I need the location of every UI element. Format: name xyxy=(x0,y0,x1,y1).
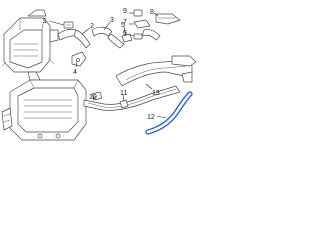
callout-4: 4 xyxy=(73,69,77,76)
callout-12: 12 xyxy=(147,114,155,121)
upper-engine-assembly xyxy=(1,9,59,81)
lower-coolant-pipe xyxy=(83,85,181,111)
callout-10: 10 xyxy=(89,94,97,101)
callout-7: 7 xyxy=(123,19,127,26)
callout-9: 9 xyxy=(123,8,127,15)
bracket-part-4 xyxy=(71,51,87,67)
upper-coolant-hose xyxy=(57,28,91,49)
parts-diagram: 1 2 3 4 5 6 7 8 9 10 11 12 13 xyxy=(1,8,197,141)
callout-labels: 1 2 3 4 5 6 7 8 9 10 11 12 13 xyxy=(43,8,160,121)
callout-8: 8 xyxy=(150,9,154,16)
callout-3: 3 xyxy=(110,17,114,24)
leader-lines xyxy=(48,12,167,119)
fitting-part-1 xyxy=(63,21,74,29)
clamp-part-5 xyxy=(121,33,133,43)
callout-1: 1 xyxy=(43,18,47,25)
lower-engine-block xyxy=(1,79,87,141)
callout-5: 5 xyxy=(121,22,125,29)
hose-part-3 xyxy=(91,26,125,49)
callout-11: 11 xyxy=(120,90,127,97)
highlighted-hose-part-12 xyxy=(145,91,193,135)
pipe-assembly xyxy=(115,55,197,87)
sensor-cluster xyxy=(133,9,181,41)
callout-2: 2 xyxy=(90,23,94,30)
callout-13: 13 xyxy=(152,90,160,97)
callout-6: 6 xyxy=(123,30,127,37)
